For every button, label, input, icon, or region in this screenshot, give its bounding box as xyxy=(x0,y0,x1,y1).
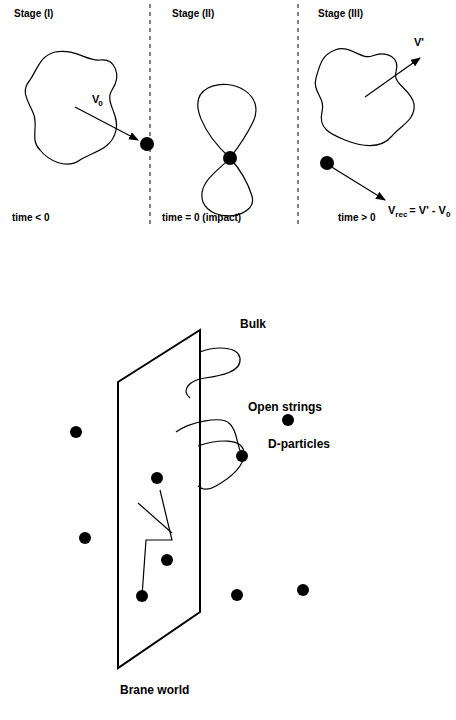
d-particle xyxy=(320,156,334,170)
closed-string xyxy=(315,49,414,146)
d-particle xyxy=(223,151,237,165)
open-string xyxy=(138,503,172,533)
stage-title: Stage (III) xyxy=(318,8,363,19)
stage-separator xyxy=(298,4,299,228)
velocity-symbol: V' xyxy=(414,36,424,48)
velocity-symbol: V xyxy=(388,204,395,216)
time-label: time = 0 (impact) xyxy=(162,212,241,223)
d-particle xyxy=(79,532,91,544)
velocity-subscript: 0 xyxy=(446,211,450,220)
region-label: Brane world xyxy=(120,684,189,697)
part-label: D-particles xyxy=(268,438,330,451)
stage-separator xyxy=(150,4,151,228)
d-particle xyxy=(70,426,82,438)
d-particle xyxy=(136,590,148,602)
closed-string xyxy=(25,51,116,164)
closed-string xyxy=(198,84,256,215)
time-label: time > 0 xyxy=(338,212,376,223)
stage-title: Stage (II) xyxy=(172,8,214,19)
time-label: time < 0 xyxy=(12,212,50,223)
recoil-arrow xyxy=(330,166,385,200)
open-string xyxy=(186,348,240,398)
brane-plane xyxy=(118,330,200,668)
d-particle xyxy=(151,472,163,484)
open-string xyxy=(142,490,172,596)
velocity-subscript: 0 xyxy=(98,100,102,109)
stage-title: Stage (I) xyxy=(14,8,53,19)
d-particle xyxy=(282,414,294,426)
velocity-arrow xyxy=(365,58,420,97)
velocity-arrow xyxy=(75,107,138,140)
velocity-equation: = V' - V xyxy=(409,204,446,216)
d-particle xyxy=(236,450,248,462)
d-particle xyxy=(297,584,309,596)
d-particle xyxy=(231,589,243,601)
d-particle xyxy=(140,137,154,151)
d-particle xyxy=(161,554,173,566)
region-label: Bulk xyxy=(240,318,266,331)
velocity-symbol: V xyxy=(92,93,99,105)
open-string xyxy=(176,420,242,455)
velocity-subscript: rec xyxy=(395,211,407,220)
part-label: Open strings xyxy=(248,401,322,414)
open-string xyxy=(198,441,244,489)
